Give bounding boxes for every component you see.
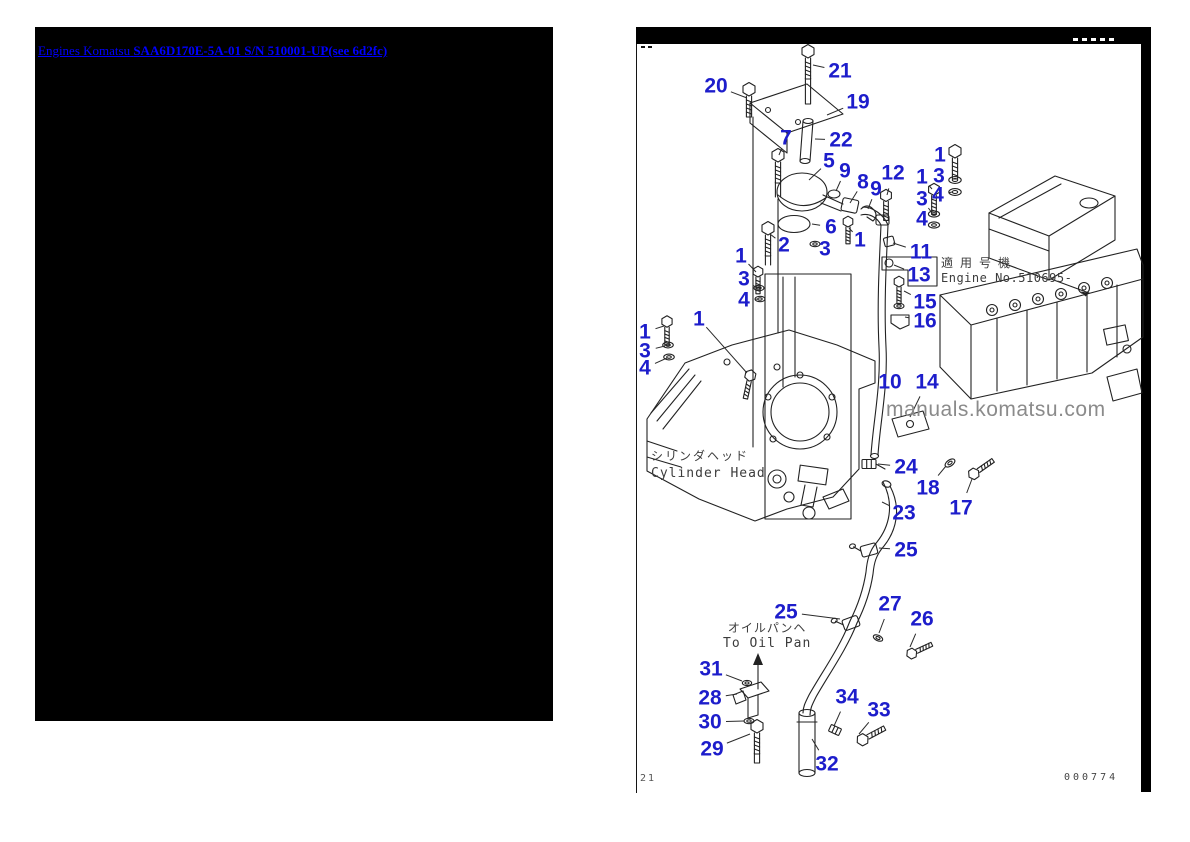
- callout-3[interactable]: 3: [916, 187, 928, 211]
- callout-4[interactable]: 4: [738, 288, 750, 312]
- callout-1[interactable]: 1: [639, 320, 651, 344]
- note-applicable-serial: 適用号機 Engine No.510695-: [941, 256, 1072, 285]
- callout-34[interactable]: 34: [835, 685, 859, 709]
- callout-3[interactable]: 3: [819, 237, 831, 261]
- callout-28[interactable]: 28: [698, 686, 722, 710]
- callout-3[interactable]: 3: [639, 339, 651, 363]
- callout-10[interactable]: 10: [878, 370, 902, 394]
- callout-12[interactable]: 12: [881, 161, 905, 185]
- callout-26[interactable]: 26: [910, 607, 934, 631]
- label-cylinder-head: シリンダヘッド Cylinder Head: [651, 448, 766, 482]
- label-cylinder-head-en: Cylinder Head: [651, 466, 766, 481]
- callout-16[interactable]: 16: [913, 309, 937, 333]
- callout-30[interactable]: 30: [698, 710, 722, 734]
- left-black-panel: Engines Komatsu SAA6D170E-5A-01 S/N 5100…: [35, 27, 553, 721]
- note-applicable-serial-jp: 適用号機: [941, 256, 1018, 270]
- callout-9[interactable]: 9: [839, 159, 851, 183]
- note-engine-no: Engine No.510695-: [941, 271, 1073, 285]
- callout-18[interactable]: 18: [916, 476, 940, 500]
- callout-13[interactable]: 13: [907, 263, 931, 287]
- page-top-black-bar: [636, 27, 1150, 44]
- callout-19[interactable]: 19: [846, 90, 870, 114]
- callout-27[interactable]: 27: [878, 592, 902, 616]
- callout-2[interactable]: 2: [778, 233, 790, 257]
- engine-line-art: [637, 43, 1151, 792]
- label-to-oil-pan-en: To Oil Pan: [723, 636, 812, 651]
- callout-24[interactable]: 24: [894, 455, 918, 479]
- callout-31[interactable]: 31: [699, 657, 723, 681]
- parts-diagram-page: manuals.komatsu.com 適用号機 Engine No.51069…: [636, 27, 1151, 793]
- callout-3[interactable]: 3: [933, 164, 945, 188]
- callout-21[interactable]: 21: [828, 59, 852, 83]
- bar-dash: [1100, 38, 1105, 41]
- callout-4[interactable]: 4: [932, 183, 944, 207]
- registration-tick: [648, 46, 652, 48]
- callout-1[interactable]: 1: [916, 165, 928, 189]
- callout-7[interactable]: 7: [780, 126, 792, 150]
- callout-4[interactable]: 4: [639, 356, 651, 380]
- callout-1[interactable]: 1: [693, 307, 705, 331]
- watermark: manuals.komatsu.com: [886, 398, 1106, 421]
- page-number: 21: [640, 773, 657, 784]
- bar-dash: [1082, 38, 1087, 41]
- engine-link-prefix: Engines Komatsu: [38, 43, 131, 58]
- callout-25[interactable]: 25: [774, 600, 798, 624]
- engine-model-link[interactable]: Engines Komatsu SAA6D170E-5A-01 S/N 5100…: [38, 43, 387, 59]
- label-cylinder-head-jp: シリンダヘッド: [651, 449, 750, 463]
- callout-22[interactable]: 22: [829, 128, 853, 152]
- callout-9[interactable]: 9: [870, 177, 882, 201]
- callout-4[interactable]: 4: [916, 207, 928, 231]
- registration-tick: [641, 46, 645, 48]
- callout-15[interactable]: 15: [913, 290, 937, 314]
- label-to-oil-pan-jp: オイルパンヘ: [727, 621, 807, 635]
- label-to-oil-pan: オイルパンヘ To Oil Pan: [723, 621, 811, 652]
- callout-1[interactable]: 1: [934, 143, 946, 167]
- engine-link-model-serial: SAA6D170E-5A-01 S/N 510001-UP(see 6d2fc): [133, 43, 388, 58]
- drawing-number: 000774: [1064, 772, 1119, 783]
- callout-8[interactable]: 8: [857, 170, 869, 194]
- callout-25[interactable]: 25: [894, 538, 918, 562]
- callout-17[interactable]: 17: [949, 496, 973, 520]
- callout-6[interactable]: 6: [825, 215, 837, 239]
- page-right-black-bar: [1141, 27, 1151, 792]
- bar-dash: [1109, 38, 1114, 41]
- callout-29[interactable]: 29: [700, 737, 724, 761]
- callout-11[interactable]: 11: [909, 240, 933, 264]
- callout-5[interactable]: 5: [823, 149, 835, 173]
- callout-33[interactable]: 33: [867, 698, 891, 722]
- callout-1[interactable]: 1: [735, 244, 747, 268]
- callout-23[interactable]: 23: [892, 501, 916, 525]
- callout-1[interactable]: 1: [854, 228, 866, 252]
- bar-dash: [1091, 38, 1096, 41]
- callout-14[interactable]: 14: [915, 370, 939, 394]
- callout-3[interactable]: 3: [738, 267, 750, 291]
- bar-dash: [1073, 38, 1078, 41]
- callout-32[interactable]: 32: [815, 752, 839, 776]
- callout-20[interactable]: 20: [704, 74, 728, 98]
